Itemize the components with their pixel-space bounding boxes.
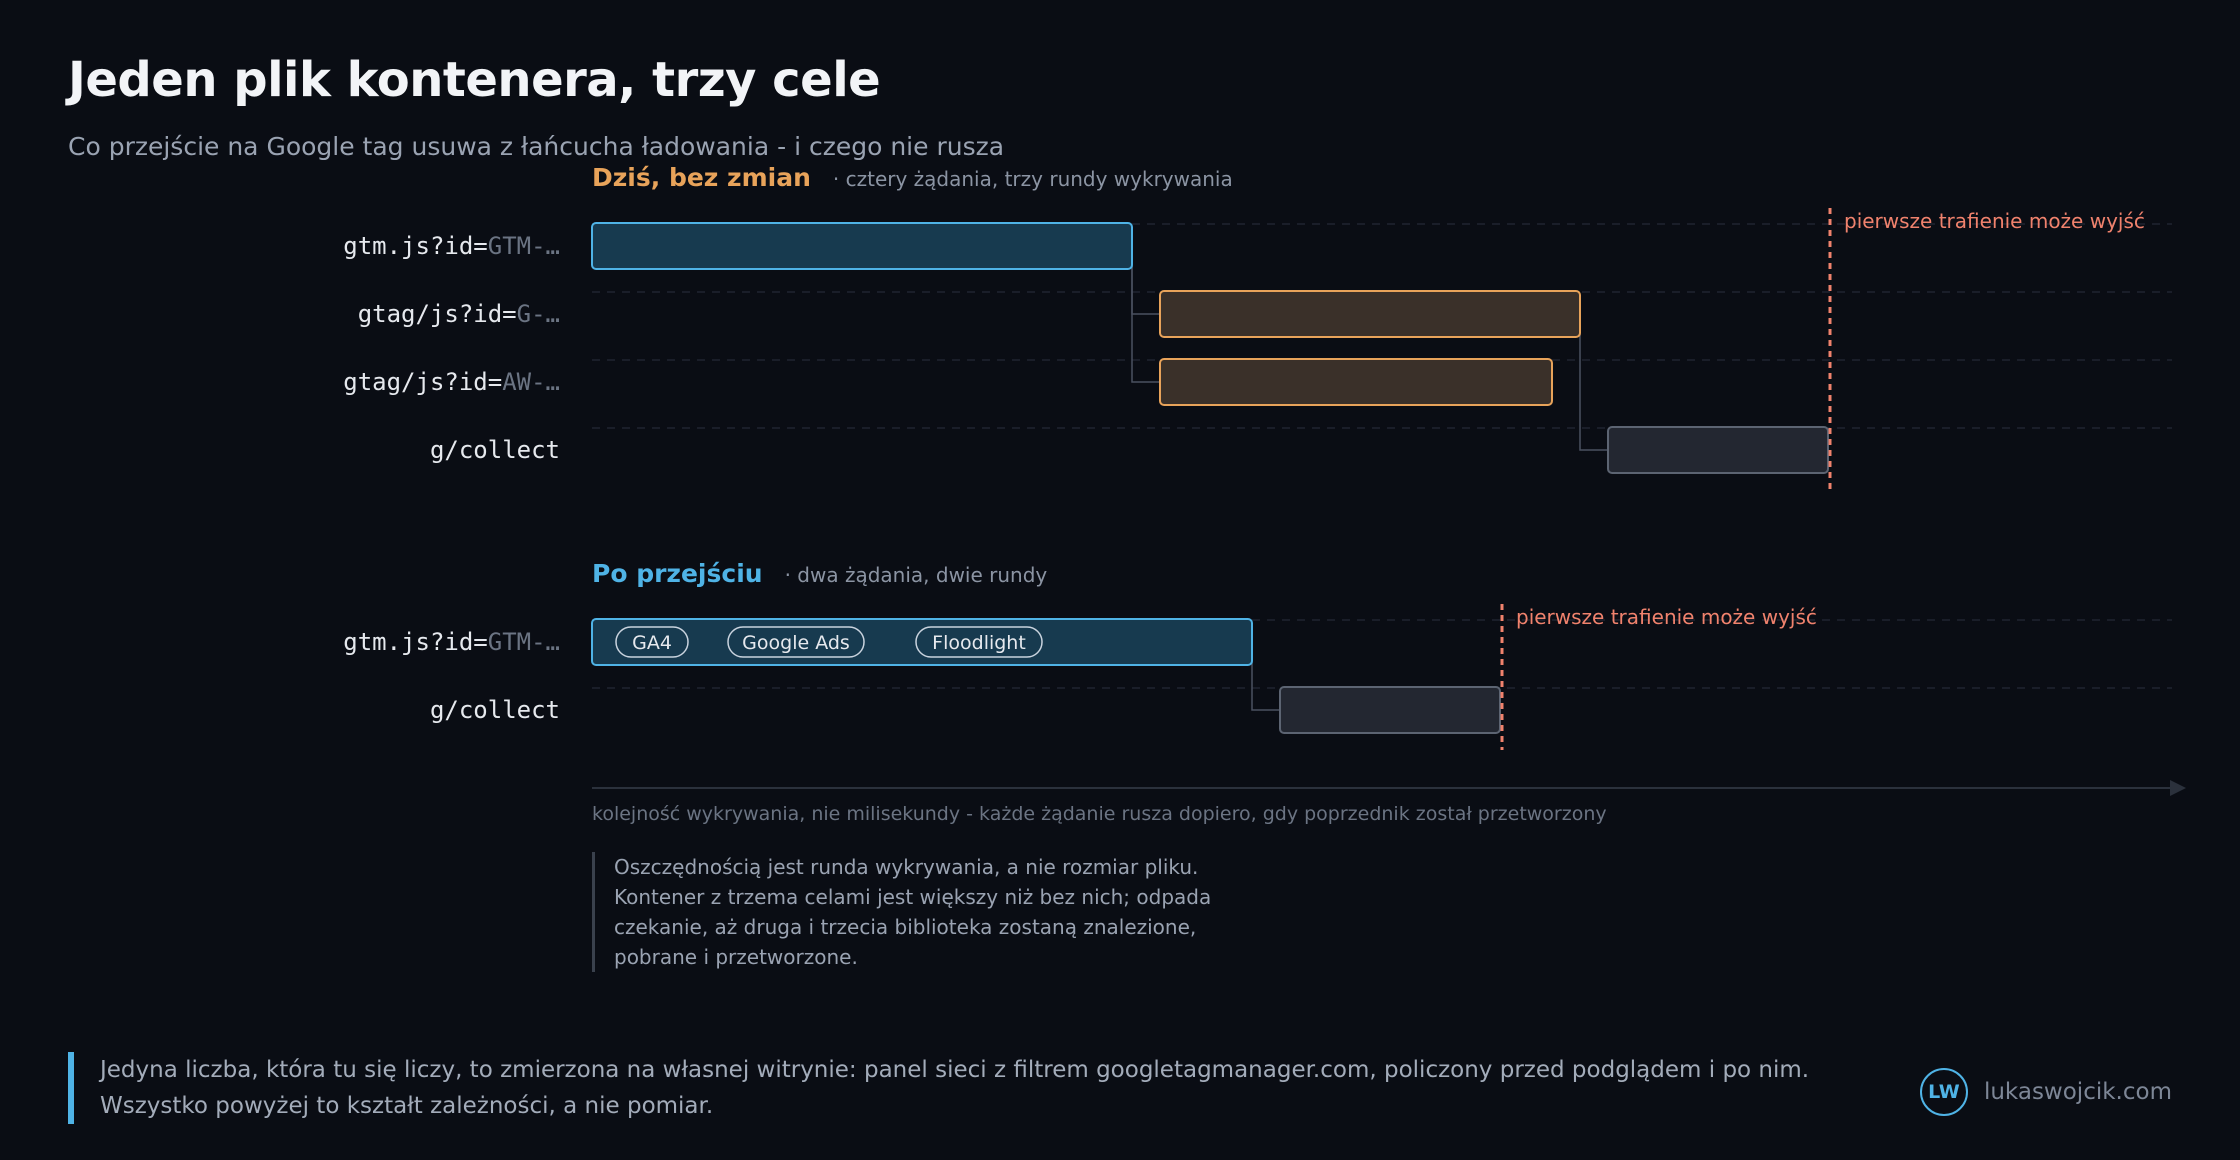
callout-line: Oszczędnością jest runda wykrywania, a n… [614, 855, 1199, 879]
request-label: gtm.js?id=GTM-… [343, 628, 560, 656]
request-bar [1159, 290, 1581, 338]
section-title: Dziś, bez zmian [592, 163, 811, 192]
tag-pill-label: Google Ads [742, 632, 850, 654]
dependency-diagram: Dziś, bez zmian · cztery żądania, trzy ru… [343, 163, 2186, 825]
brand-url-link[interactable]: lukaswojcik.com [1983, 1079, 2172, 1105]
request-label: gtm.js?id=GTM-… [343, 232, 560, 260]
brand[interactable]: LW lukaswojcik.com [1919, 1068, 2172, 1116]
footer-line: Jedyna liczba, która tu się liczy, to zm… [100, 1057, 1810, 1083]
request-bar [591, 618, 1253, 666]
section-note: · dwa żądania, dwie rundy [785, 563, 1048, 587]
callout-note: Oszczędnością jest runda wykrywania, a n… [592, 852, 1294, 972]
first-hit-label: pierwsze trafienie może wyjść [1516, 605, 1817, 629]
page-subtitle: Co przejście na Google tag usuwa z łańcu… [68, 132, 1005, 161]
request-id: GTM-… [488, 628, 560, 656]
request-path: g/collect [430, 696, 560, 724]
axis-arrow-icon [2170, 780, 2186, 796]
request-path: gtm.js?id= [343, 232, 488, 260]
callout-line: czekanie, aż druga i trzecia biblioteka … [614, 915, 1197, 939]
request-label: g/collect [430, 696, 560, 724]
request-label: gtag/js?id=G-… [358, 300, 560, 328]
section-note: · cztery żądania, trzy rundy wykrywania [833, 167, 1233, 191]
request-path: gtm.js?id= [343, 628, 488, 656]
footer-note: Jedyna liczba, która tu się liczy, to zm… [68, 1052, 1900, 1124]
tag-pill [615, 626, 689, 658]
request-path: gtag/js?id= [358, 300, 517, 328]
tag-pill-label: Floodlight [932, 632, 1026, 654]
connector-line [1131, 256, 1160, 383]
first-hit-label: pierwsze trafienie może wyjść [1844, 209, 2145, 233]
tag-pill [727, 626, 865, 658]
connector-line [1131, 256, 1160, 315]
diagram-section: Po przejściu · dwa żądania, dwie rundy gtm… [343, 559, 2172, 750]
connector-line [1579, 324, 1608, 451]
callout-line: Kontener z trzema celami jest większy ni… [614, 885, 1212, 909]
request-id: GTM-… [488, 232, 560, 260]
request-bar [1159, 358, 1553, 406]
page-title: Jeden plik kontenera, trzy cele [68, 52, 881, 108]
callout-line: pobrane i przetworzone. [614, 945, 858, 969]
request-path: gtag/js?id= [343, 368, 502, 396]
tag-pill [915, 626, 1043, 658]
request-path: g/collect [430, 436, 560, 464]
request-bar [591, 222, 1133, 270]
request-label: gtag/js?id=AW-… [343, 368, 560, 396]
connector-line [1251, 652, 1280, 711]
request-bar [1279, 686, 1501, 734]
axis-caption: kolejność wykrywania, nie milisekundy - … [592, 803, 1607, 825]
request-id: G-… [517, 300, 560, 328]
tag-pill-label: GA4 [632, 632, 672, 654]
request-id: AW-… [502, 368, 560, 396]
brand-logo-icon: LW [1919, 1068, 1968, 1116]
request-bar [1607, 426, 1829, 474]
section-title: Po przejściu [592, 559, 763, 588]
diagram-section: Dziś, bez zmian · cztery żądania, trzy ru… [343, 163, 2172, 490]
footer-line: Wszystko powyżej to kształt zależności, … [100, 1093, 714, 1119]
request-label: g/collect [430, 436, 560, 464]
